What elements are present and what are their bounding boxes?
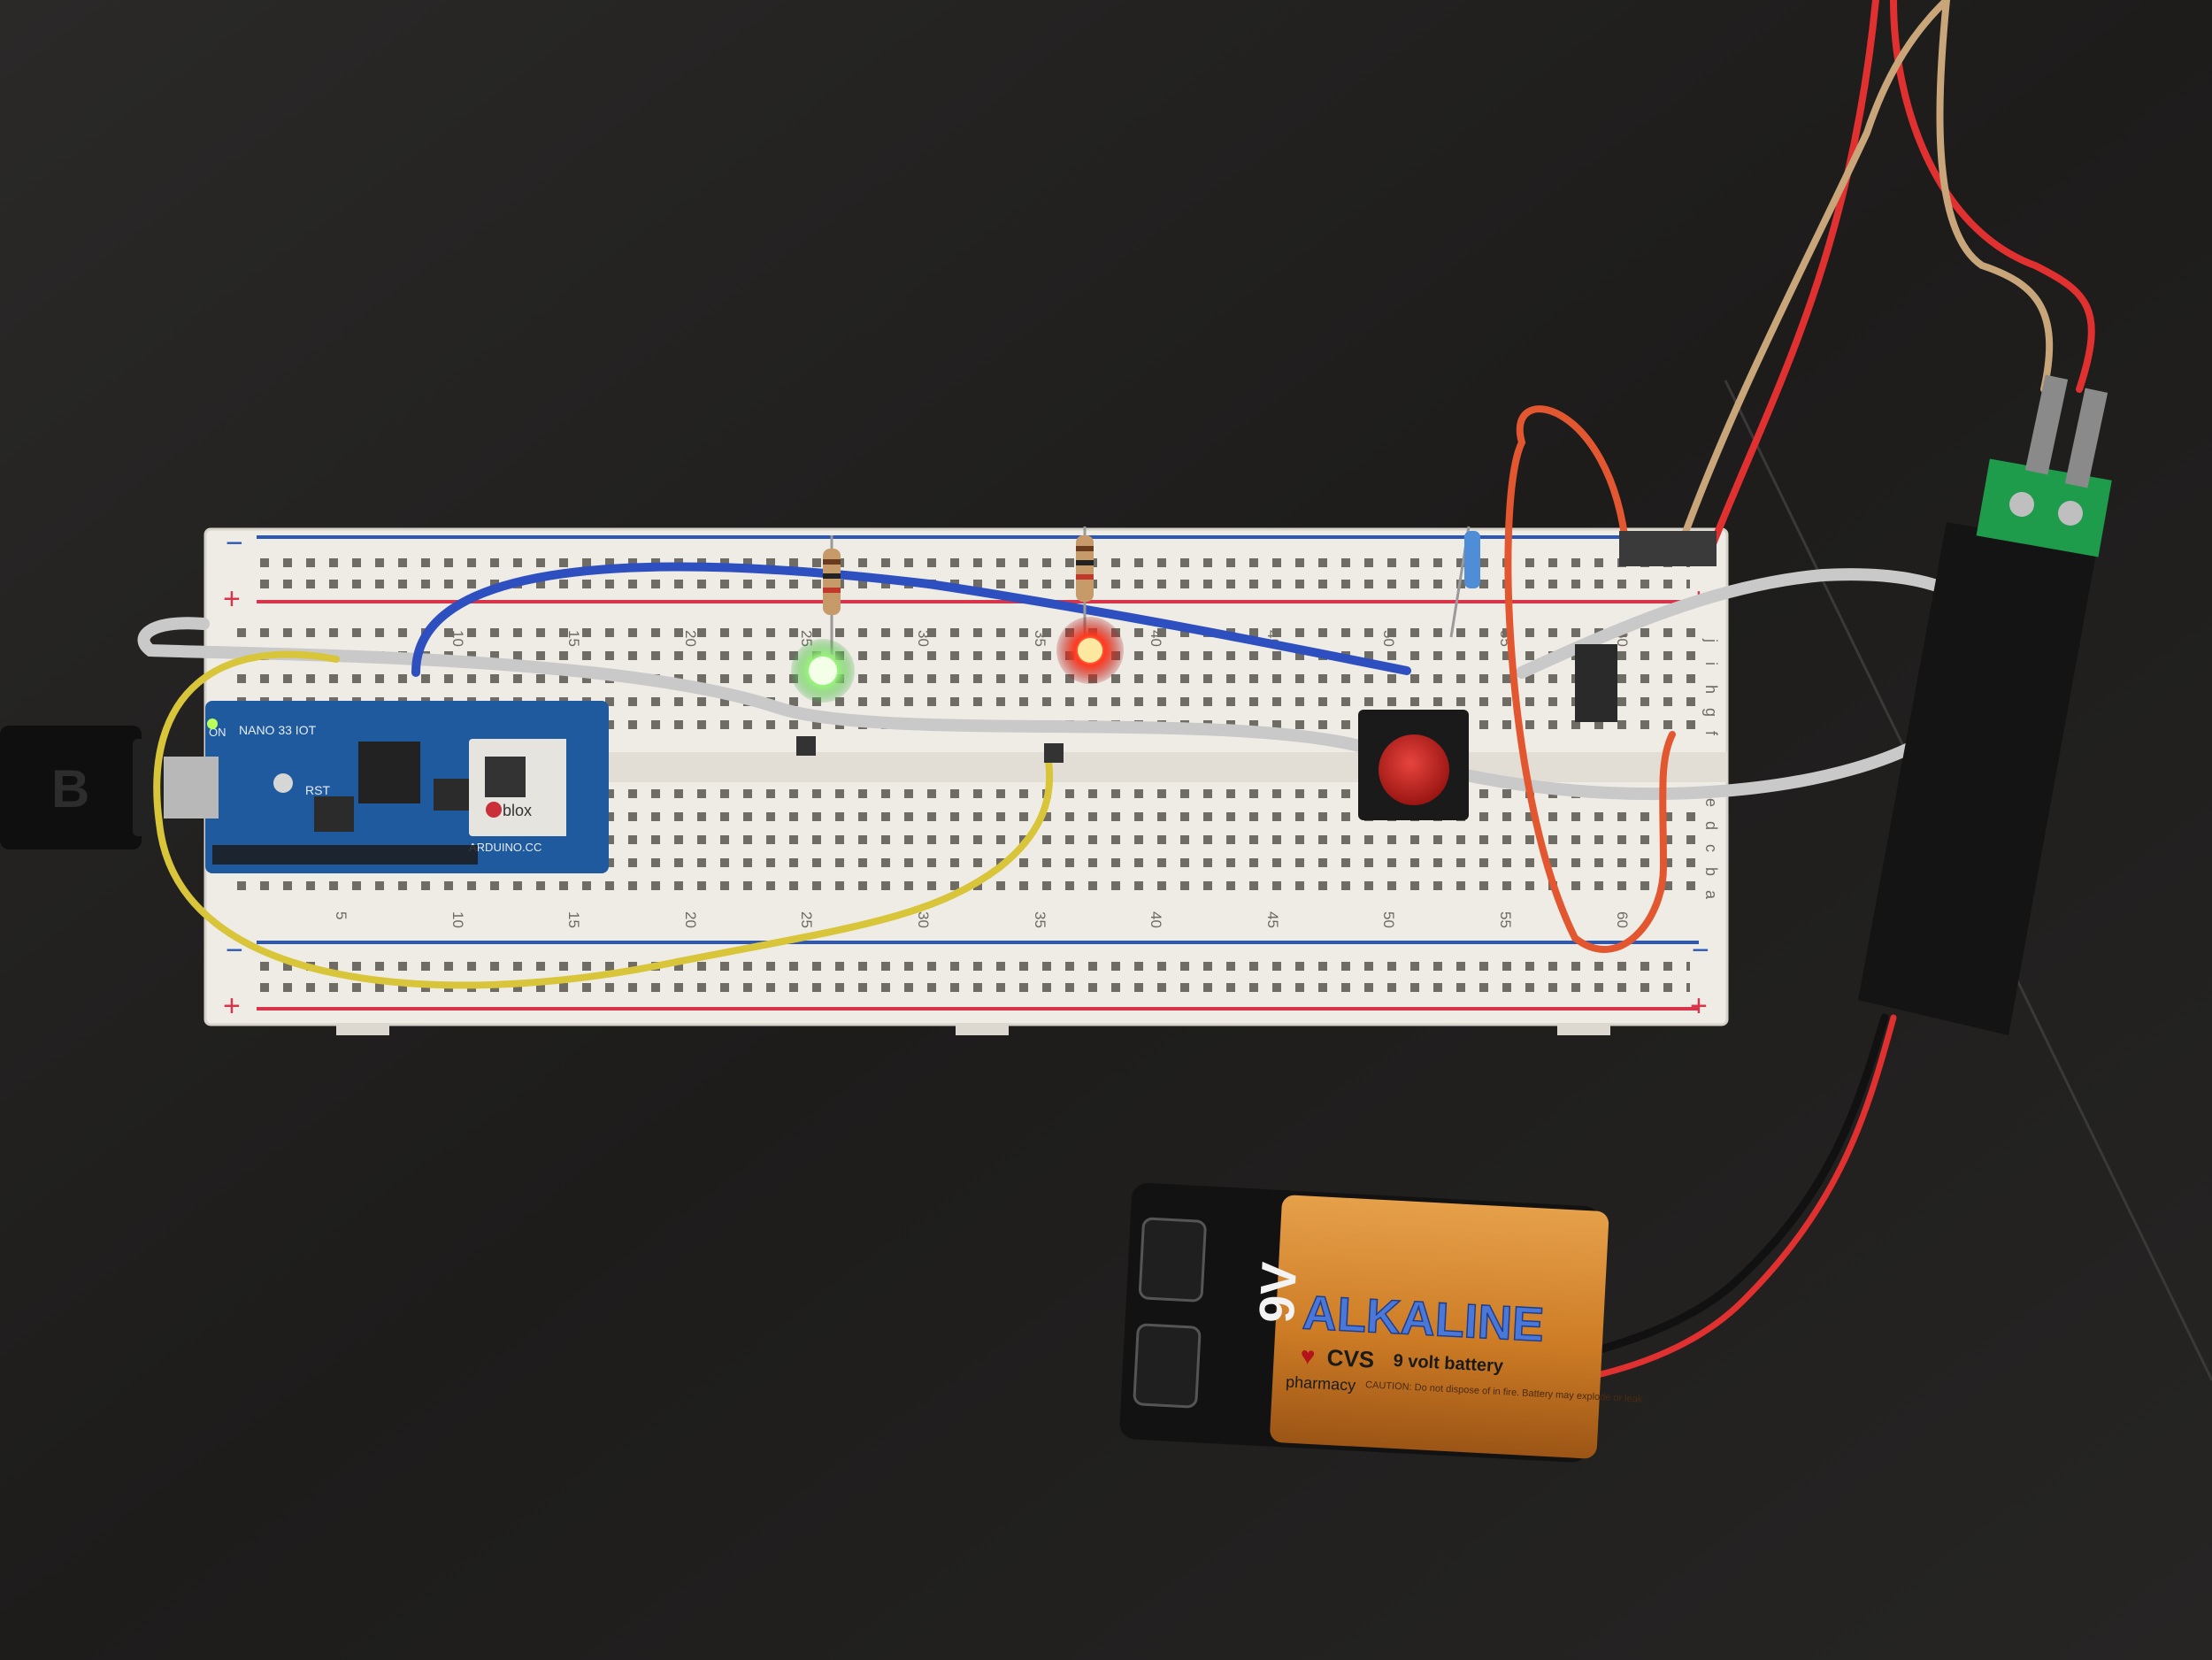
usb-cable-letter: B bbox=[51, 759, 89, 818]
arduino-site-label: ARDUINO.CC bbox=[469, 841, 541, 854]
breadboard-foot bbox=[956, 1023, 1009, 1035]
dc-jack-adapter bbox=[1858, 374, 2112, 1035]
col-num-bottom: 60 bbox=[1614, 911, 1631, 928]
col-num-bottom: 15 bbox=[565, 911, 582, 928]
col-num-top: 35 bbox=[1032, 630, 1048, 647]
wire-red bbox=[1890, 0, 2095, 393]
resistor bbox=[1449, 526, 1480, 638]
arduino-qr-code bbox=[485, 757, 526, 797]
battery-terminal bbox=[1138, 1217, 1207, 1303]
terminal-pin bbox=[2024, 374, 2069, 475]
slide-switch bbox=[1575, 644, 1617, 722]
resistor bbox=[823, 535, 841, 655]
col-num-bottom: 30 bbox=[915, 911, 932, 928]
row-letter: d bbox=[1702, 821, 1720, 830]
col-num-bottom: 40 bbox=[1148, 911, 1164, 928]
wire-pin-header bbox=[1619, 531, 1717, 566]
ublox-logo-icon bbox=[486, 802, 502, 818]
wire-tan bbox=[1678, 0, 1950, 548]
row-letter: c bbox=[1702, 844, 1720, 852]
col-num-bottom: 10 bbox=[449, 911, 466, 928]
col-num-top: 10 bbox=[449, 630, 466, 647]
wire-tan bbox=[1936, 0, 2054, 393]
arduino-micro-usb-port bbox=[164, 757, 219, 818]
col-num-top: 30 bbox=[915, 630, 932, 647]
terminal-screw-icon bbox=[2058, 501, 2083, 526]
row-letter: g bbox=[1702, 708, 1720, 717]
arduino-module-brand: blox bbox=[503, 802, 532, 819]
terminal-pin bbox=[2064, 388, 2108, 488]
red-led bbox=[1056, 617, 1124, 684]
breadboard-foot bbox=[1557, 1023, 1610, 1035]
arduino-mcu-chip bbox=[358, 742, 420, 803]
arduino-rst-label: RST bbox=[305, 783, 330, 797]
row-letter: b bbox=[1702, 867, 1720, 876]
jumper-clip bbox=[1044, 743, 1064, 763]
push-button bbox=[1358, 710, 1469, 820]
battery-9v: 9V ALKALINE ♥ CVS 9 volt battery pharmac… bbox=[1119, 1183, 1646, 1463]
breadboard-foot bbox=[336, 1023, 389, 1035]
col-num-bottom: 50 bbox=[1380, 911, 1397, 928]
column-numbers-bottom: 5 10 15 20 25 30 35 40 45 50 55 60 bbox=[333, 911, 1631, 928]
wire-yellow bbox=[153, 650, 1054, 989]
col-num-bottom: 25 bbox=[798, 911, 815, 928]
col-num-bottom: 5 bbox=[333, 911, 349, 919]
battery-store-suffix: pharmacy bbox=[1286, 1373, 1356, 1395]
col-num-bottom: 20 bbox=[682, 911, 699, 928]
arduino-reset-button bbox=[273, 773, 293, 793]
battery-terminal bbox=[1133, 1323, 1202, 1409]
col-num-top: 40 bbox=[1148, 630, 1164, 647]
top-rail-minus-label: − bbox=[226, 526, 243, 560]
heart-icon: ♥ bbox=[1300, 1341, 1316, 1370]
arduino-header-pins bbox=[212, 845, 478, 865]
top-rail-plus-label: + bbox=[223, 582, 241, 616]
row-letter: h bbox=[1702, 685, 1720, 694]
wire-orange bbox=[1504, 405, 1676, 953]
arduino-small-chip bbox=[314, 796, 354, 832]
row-letter: j bbox=[1702, 638, 1720, 642]
resistor bbox=[1076, 526, 1094, 637]
col-num-bottom: 35 bbox=[1032, 911, 1048, 928]
wire-blue bbox=[411, 562, 1411, 677]
arduino-model-label: NANO 33 IOT bbox=[239, 723, 317, 737]
top-rail-holes bbox=[257, 547, 1690, 589]
battery-store: CVS bbox=[1326, 1344, 1375, 1373]
bottom-rail-plus-label: + bbox=[223, 989, 241, 1023]
col-num-top: 20 bbox=[682, 630, 699, 647]
row-letter: f bbox=[1702, 731, 1720, 736]
row-letters: j i h g f e d c b a bbox=[1702, 638, 1720, 900]
row-letter: e bbox=[1702, 798, 1720, 807]
arduino-nano: blox NANO 33 IOT RST ON ARDUINO.CC bbox=[164, 701, 609, 873]
terminal-screw-icon bbox=[2009, 492, 2034, 517]
battery-voltage: 9V bbox=[1248, 1261, 1307, 1325]
col-num-top: 50 bbox=[1380, 630, 1397, 647]
col-num-bottom: 45 bbox=[1264, 911, 1281, 928]
row-letter: a bbox=[1702, 890, 1720, 900]
jumper-clip bbox=[796, 736, 816, 756]
bottom-rail-minus-label-right: − bbox=[1692, 934, 1709, 967]
row-letter: i bbox=[1702, 662, 1720, 665]
green-led bbox=[791, 639, 855, 703]
arduino-small-chip bbox=[434, 779, 469, 811]
arduino-power-led bbox=[207, 719, 218, 729]
col-num-top: 15 bbox=[565, 630, 582, 647]
bottom-rail-plus-label-right: + bbox=[1690, 989, 1708, 1023]
wire-red bbox=[1704, 0, 1879, 561]
col-num-bottom: 55 bbox=[1497, 911, 1514, 928]
arduino-module-edge bbox=[566, 739, 600, 836]
